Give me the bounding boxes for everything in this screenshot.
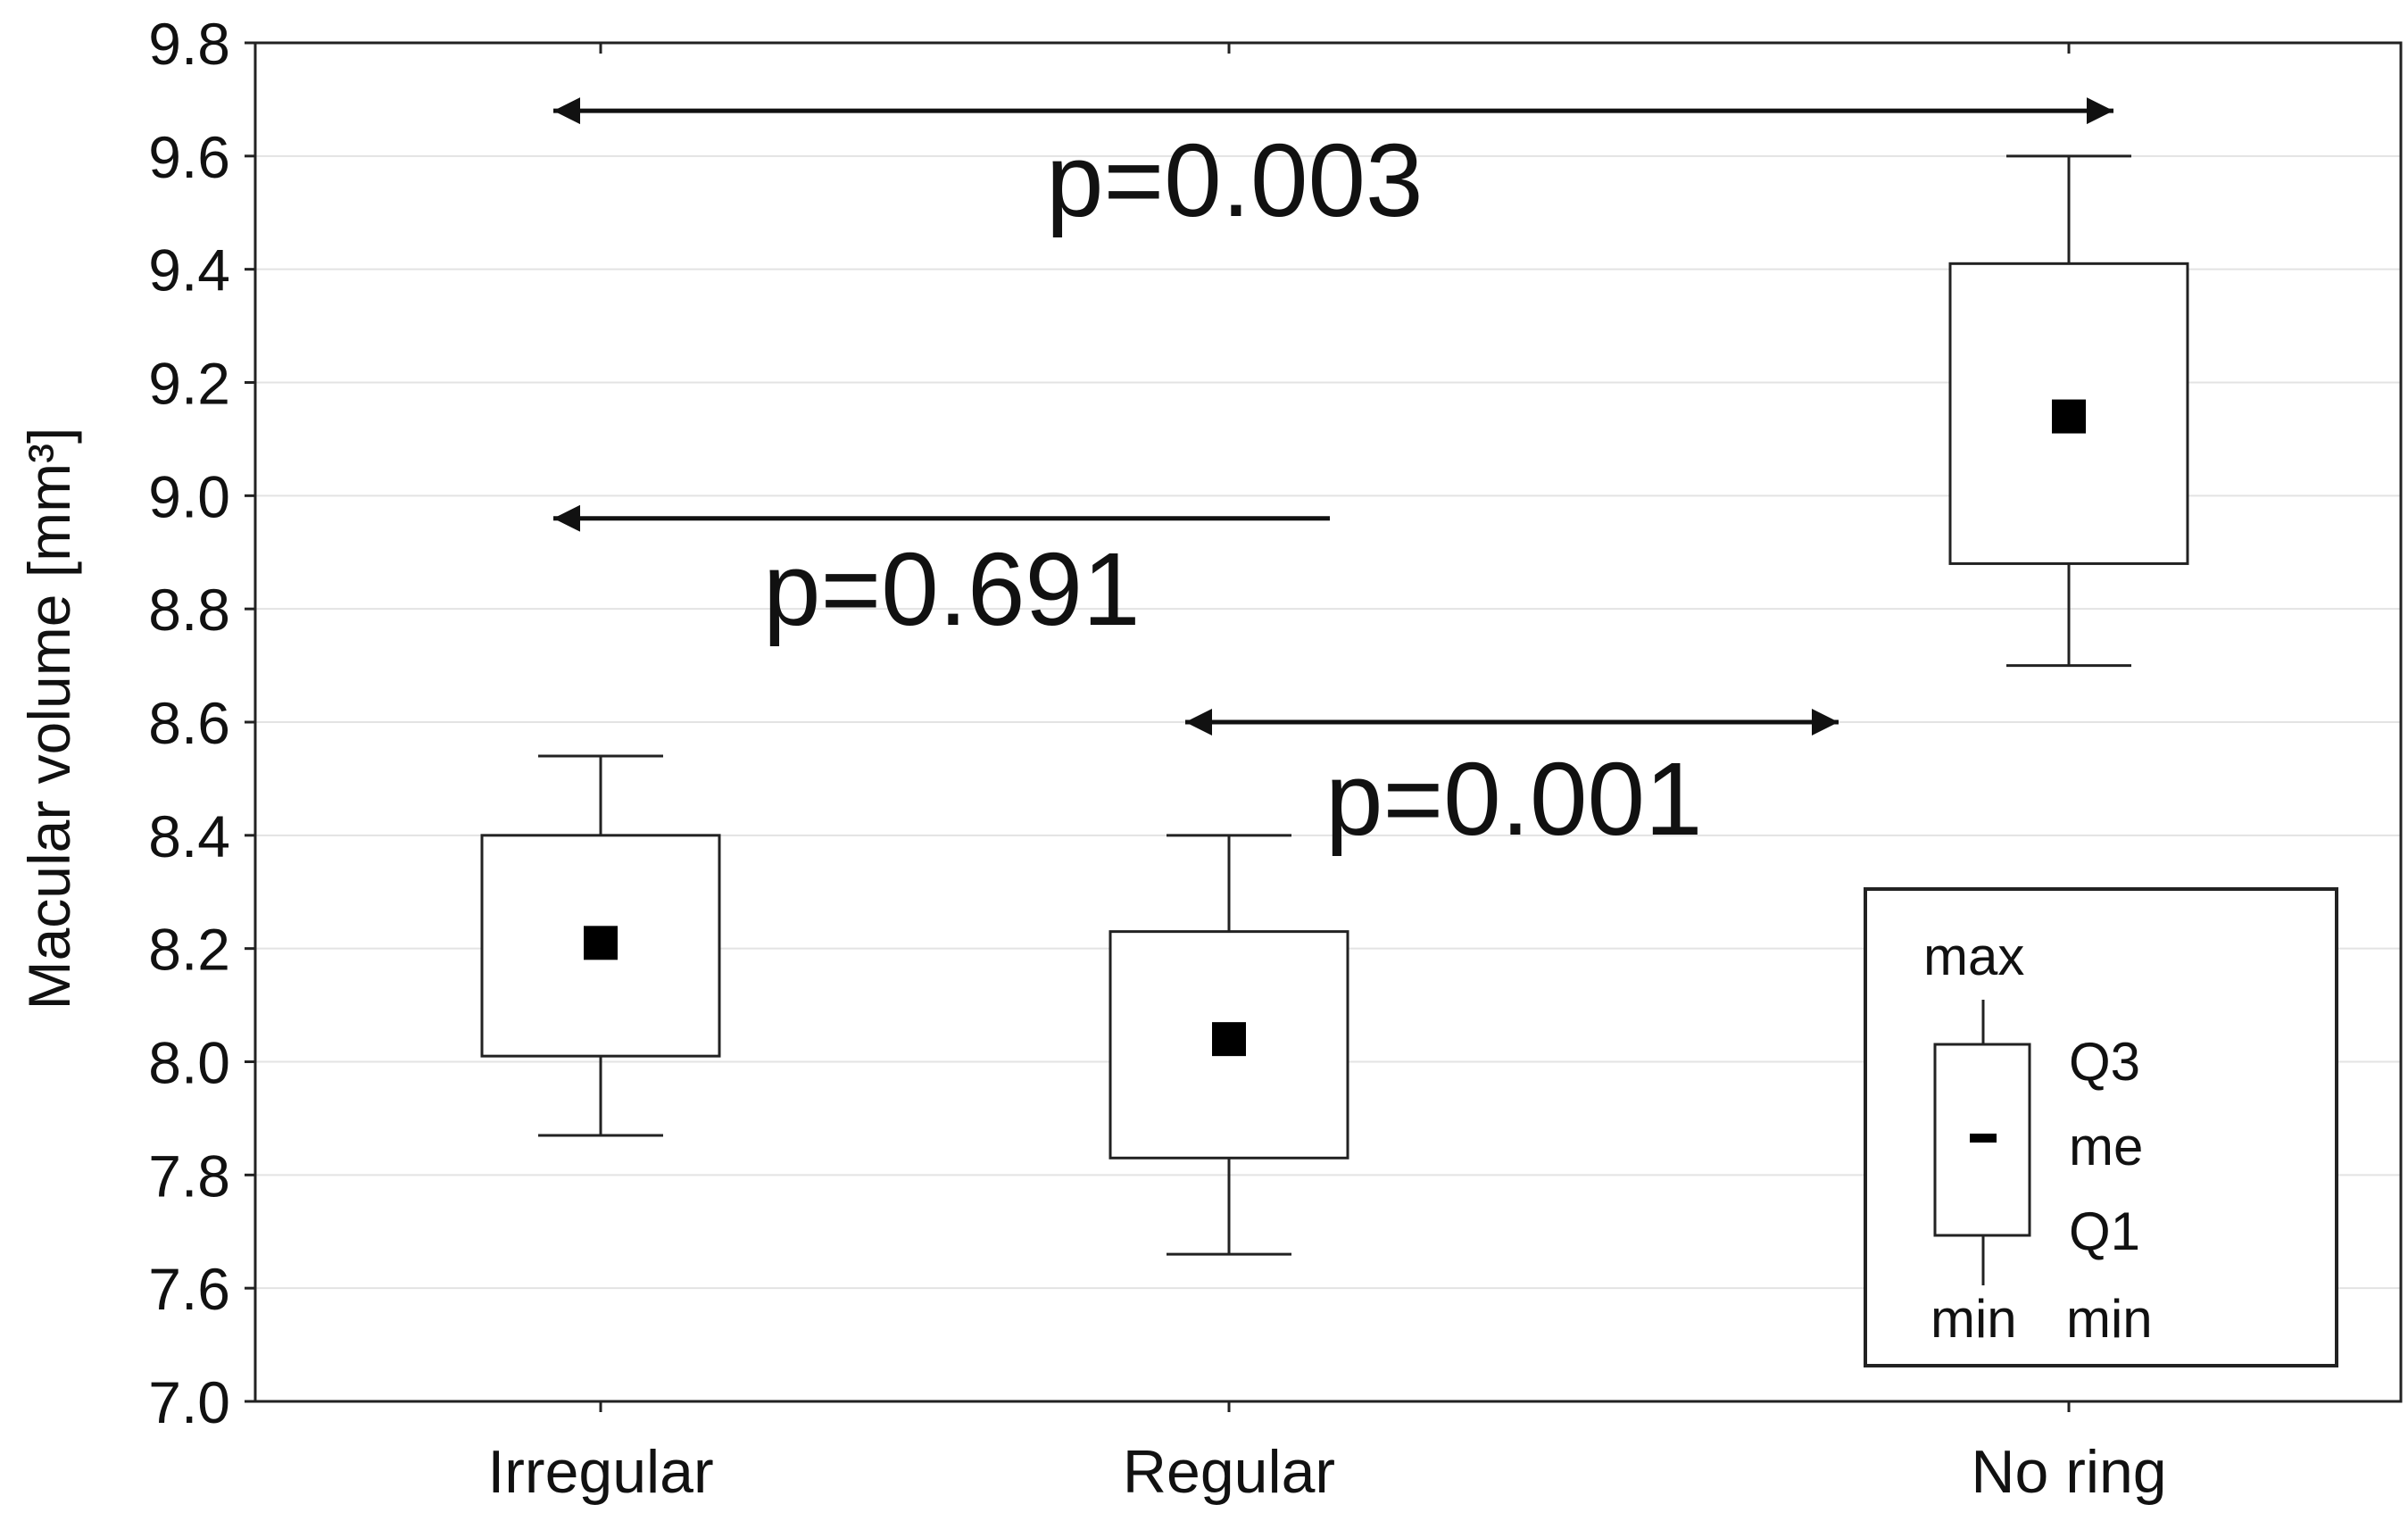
y-tick-label: 9.2 [148,351,230,417]
median-marker [584,926,618,960]
legend-min-label: min [1931,1289,2017,1349]
axes: 7.0 7.6 7.8 8.0 8.2 8.4 8.6 8.8 9.0 9.2 9.4 9.6 9.8I… [148,11,2403,1506]
boxes [480,154,2189,1256]
box-no-ring [1948,154,2189,668]
p-value-label: p=0.001 [1325,741,1703,857]
box-regular [1109,834,1349,1256]
legend-q1-label: Q1 [2069,1201,2140,1261]
x-category-label: Regular [1123,1438,1335,1506]
iqr-box [1109,930,1349,1159]
y-tick-label: 8.2 [148,917,230,983]
y-tick-label: 7.8 [148,1143,230,1209]
y-tick-label: 7.6 [148,1256,230,1322]
legend-min-label-right: min [2066,1289,2153,1349]
median-marker [2052,399,2086,434]
legend-median-marker [1970,1134,1997,1143]
legend-median-label: me [2069,1117,2143,1176]
y-tick-label: 8.6 [148,690,230,756]
median-marker [1212,1022,1246,1057]
p-value-annotation: p=0.001 [1185,709,1839,857]
y-tick-label: 8.0 [148,1030,230,1096]
x-category-label: No ring [1971,1438,2166,1506]
p-value-label: p=0.691 [763,531,1141,647]
p-value-annotation: p=0.691 [553,504,1330,647]
y-tick-label: 9.6 [148,124,230,190]
p-value-label: p=0.003 [1046,122,1424,238]
plot-frame [253,41,2403,1403]
p-value-annotation: p=0.003 [553,97,2113,238]
y-tick-label: 9.8 [148,11,230,77]
legend-q3-label: Q3 [2069,1032,2140,1092]
x-category-label: Irregular [487,1438,713,1506]
y-tick-label: 8.8 [148,577,230,643]
p-value-annotations: p=0.003 p=0.691 p=0.001 [553,97,2113,857]
y-tick-label: 9.4 [148,237,230,303]
y-tick-label: 9.0 [148,463,230,529]
y-tick-label: 7.0 [148,1369,230,1435]
box-irregular [480,754,721,1137]
y-tick-label: 8.4 [148,803,230,869]
legend-max-label: max [1923,927,2024,986]
y-axis-title: Macular volume [mm³] [16,428,82,1010]
